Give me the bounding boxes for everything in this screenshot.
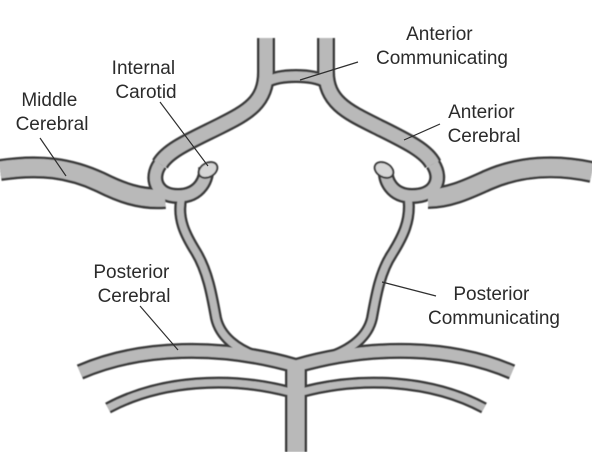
leader-anterior-cerebral: [403, 123, 441, 141]
label-posterior-communicating: Posterior Communicating: [428, 284, 560, 329]
leader-internal-carotid: [159, 101, 209, 167]
leader-anterior-communicating: [299, 61, 359, 81]
leader-middle-cerebral: [39, 137, 67, 177]
label-posterior-cerebral: Posterior Cerebral: [93, 262, 174, 307]
label-middle-cerebral: Middle Cerebral: [16, 90, 89, 135]
label-anterior-communicating: Anterior Communicating: [376, 24, 508, 69]
internal-carotid-stump-left: [197, 161, 219, 179]
internal-carotid-stump-right: [373, 161, 395, 179]
label-internal-carotid: Internal Carotid: [112, 58, 181, 103]
leader-posterior-communicating: [381, 281, 437, 297]
leader-lines: [39, 61, 441, 351]
labels: Anterior Communicating Internal Carotid …: [16, 24, 560, 329]
label-anterior-cerebral: Anterior Cerebral: [448, 102, 521, 147]
leader-posterior-cerebral: [139, 305, 179, 351]
vessel-network: [0, 38, 592, 452]
